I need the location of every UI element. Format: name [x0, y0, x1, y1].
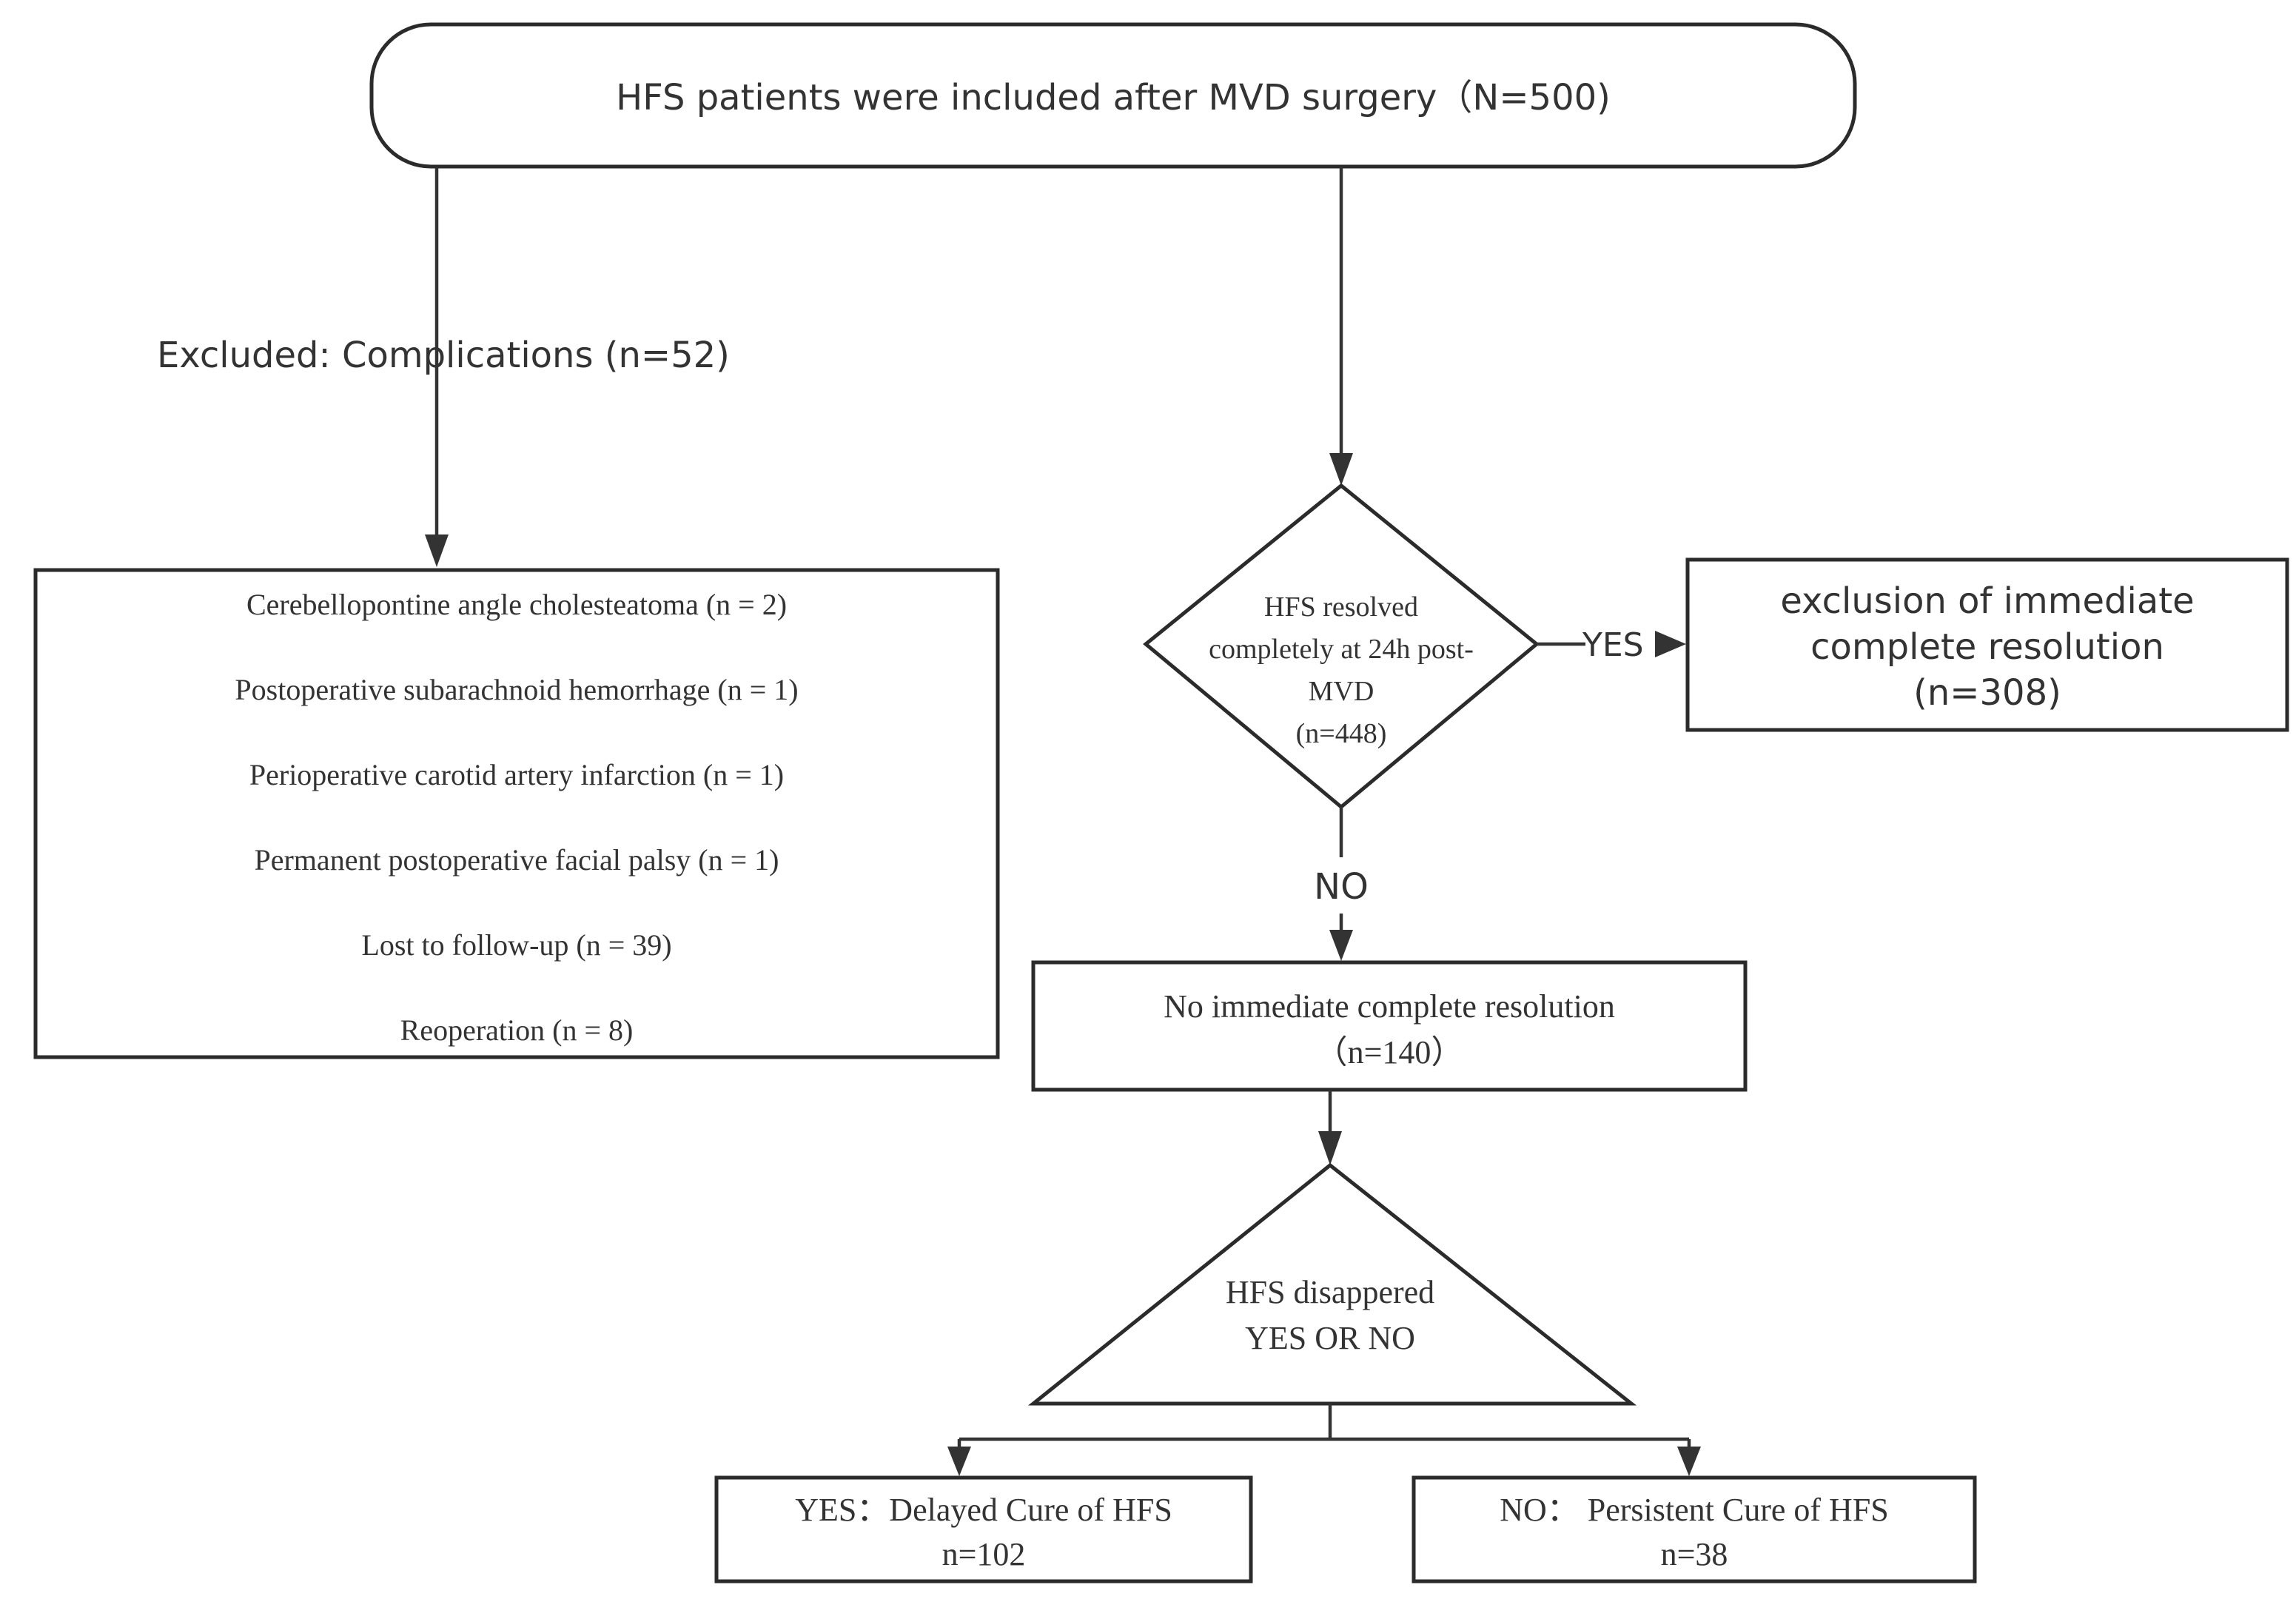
- no-immediate-box: [1031, 960, 1748, 1092]
- delayed-line: n=102: [942, 1536, 1026, 1572]
- immediate-line: exclusion of immediate: [1780, 580, 2194, 622]
- decision-line: HFS resolved: [1264, 591, 1418, 623]
- arrow-to-triangle: [1318, 1131, 1342, 1165]
- yes-label: YES: [1582, 626, 1644, 664]
- arrow-to-immediate: [1655, 631, 1686, 657]
- triangle-line: HFS disappered: [1226, 1274, 1434, 1310]
- arrow-to-exclusion-list: [425, 534, 449, 567]
- decision-line: (n=448): [1296, 718, 1387, 749]
- arrow-to-no-immediate: [1329, 930, 1353, 961]
- exclusion-item: Perioperative carotid artery infarction …: [249, 758, 784, 791]
- exclusion-list-box: [33, 568, 1000, 1059]
- persistent-cure-box: [1411, 1475, 1977, 1583]
- immediate-resolution-box: [1685, 557, 2289, 732]
- top-node-box: [369, 22, 1857, 169]
- top-node-label: HFS patients were included after MVD sur…: [616, 77, 1611, 118]
- exclusion-item: Lost to follow-up (n = 39): [361, 928, 671, 962]
- exclusion-item: Postoperative subarachnoid hemorrhage (n…: [235, 673, 798, 706]
- delayed-cure-box: [714, 1475, 1253, 1583]
- arrow-to-persistent: [1677, 1447, 1701, 1476]
- no-immediate-line: No immediate complete resolution: [1164, 988, 1615, 1025]
- delayed-line: YES：Delayed Cure of HFS: [795, 1492, 1172, 1528]
- no-immediate-line: （n=140）: [1315, 1034, 1464, 1070]
- immediate-line: (n=308): [1913, 672, 2061, 714]
- excluded-label: Excluded: Complications (n=52): [157, 335, 730, 376]
- arrow-to-delayed: [947, 1447, 971, 1476]
- exclusion-item: Reoperation (n = 8): [400, 1013, 634, 1047]
- persistent-line: NO： Persistent Cure of HFS: [1500, 1492, 1889, 1528]
- no-label: NO: [1314, 866, 1369, 908]
- triangle-line: YES OR NO: [1245, 1320, 1415, 1356]
- immediate-line: complete resolution: [1810, 626, 2164, 668]
- exclusion-item: Permanent postoperative facial palsy (n …: [255, 843, 779, 877]
- persistent-line: n=38: [1661, 1536, 1728, 1572]
- decision-line: completely at 24h post-: [1209, 634, 1474, 665]
- arrow-to-decision: [1329, 453, 1353, 486]
- outcome-triangle: [1027, 1162, 1637, 1406]
- decision-line: MVD: [1309, 676, 1374, 707]
- exclusion-item: Cerebellopontine angle cholesteatoma (n …: [246, 588, 787, 621]
